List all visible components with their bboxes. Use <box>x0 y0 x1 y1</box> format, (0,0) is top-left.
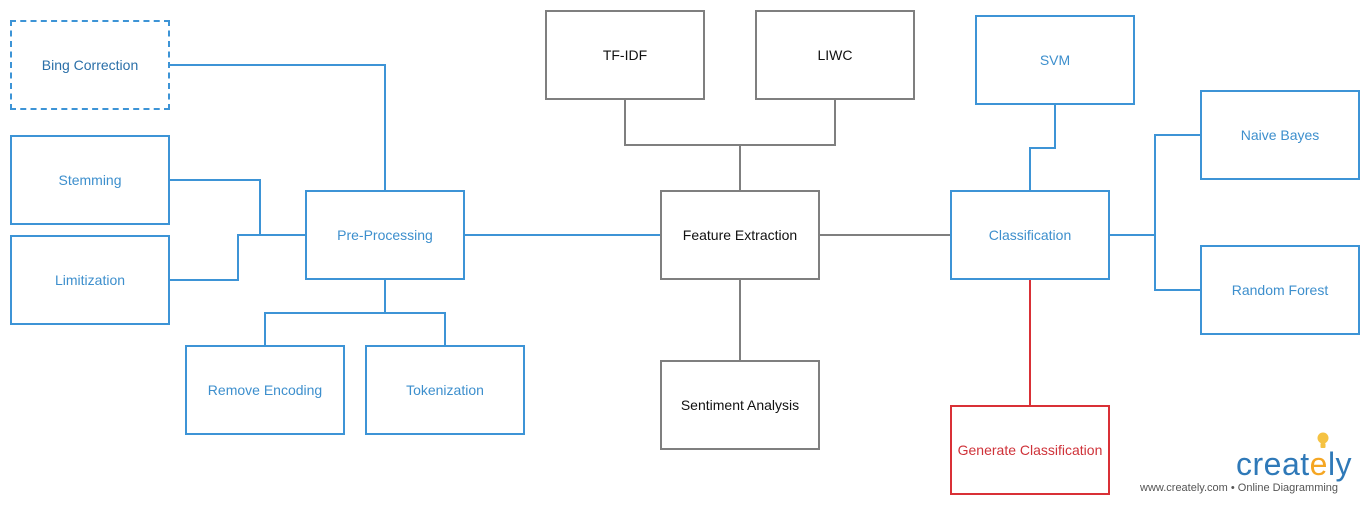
node-label: Feature Extraction <box>682 227 798 243</box>
node-label: SVM <box>1039 52 1071 68</box>
node-generate-classification[interactable]: Generate Classification <box>950 405 1110 495</box>
edge-bing-to-preprocessing <box>170 64 386 190</box>
edge-classification-to-nb <box>1110 134 1200 236</box>
node-label: Stemming <box>58 172 122 188</box>
node-stemming[interactable]: Stemming <box>10 135 170 225</box>
node-svm[interactable]: SVM <box>975 15 1135 105</box>
node-label: TF-IDF <box>602 47 648 63</box>
edge-classification-to-rf <box>1154 235 1200 291</box>
lightbulb-icon <box>1317 432 1329 448</box>
node-label: Random Forest <box>1231 282 1329 298</box>
edge-preprocessing-to-children <box>264 280 386 345</box>
edge-svm-to-classification <box>1029 105 1056 190</box>
node-random-forest[interactable]: Random Forest <box>1200 245 1360 335</box>
node-label: Limitization <box>54 272 126 288</box>
edge-preprocessing-to-tokenization <box>385 312 446 345</box>
node-sentiment-analysis[interactable]: Sentiment Analysis <box>660 360 820 450</box>
node-feature-extraction[interactable]: Feature Extraction <box>660 190 820 280</box>
node-limitization[interactable]: Limitization <box>10 235 170 325</box>
node-label: Remove Encoding <box>207 382 323 398</box>
node-label: Generate Classification <box>957 442 1103 458</box>
creately-tagline: www.creately.com • Online Diagramming <box>1140 482 1339 494</box>
node-label: Naive Bayes <box>1240 127 1320 143</box>
edge-limitization-to-preprocessing <box>170 234 305 281</box>
node-label: Classification <box>988 227 1072 243</box>
node-tf-idf[interactable]: TF-IDF <box>545 10 705 100</box>
node-remove-encoding[interactable]: Remove Encoding <box>185 345 345 435</box>
creately-logo: creately <box>1236 446 1353 482</box>
node-naive-bayes[interactable]: Naive Bayes <box>1200 90 1360 180</box>
node-label: Pre-Processing <box>337 227 433 243</box>
edge-tfidf-liwc <box>624 100 836 146</box>
edge-stemming-to-preprocessing <box>170 179 261 235</box>
node-liwc[interactable]: LIWC <box>755 10 915 100</box>
node-tokenization[interactable]: Tokenization <box>365 345 525 435</box>
node-pre-processing[interactable]: Pre-Processing <box>305 190 465 280</box>
node-label: LIWC <box>817 47 853 63</box>
node-label: Tokenization <box>406 382 484 398</box>
node-label: Bing Correction <box>41 57 139 73</box>
node-label: Sentiment Analysis <box>680 397 800 413</box>
node-bing-correction[interactable]: Bing Correction <box>10 20 170 110</box>
node-classification[interactable]: Classification <box>950 190 1110 280</box>
creately-watermark: creately www.creately.com • Online Diagr… <box>1140 432 1365 502</box>
